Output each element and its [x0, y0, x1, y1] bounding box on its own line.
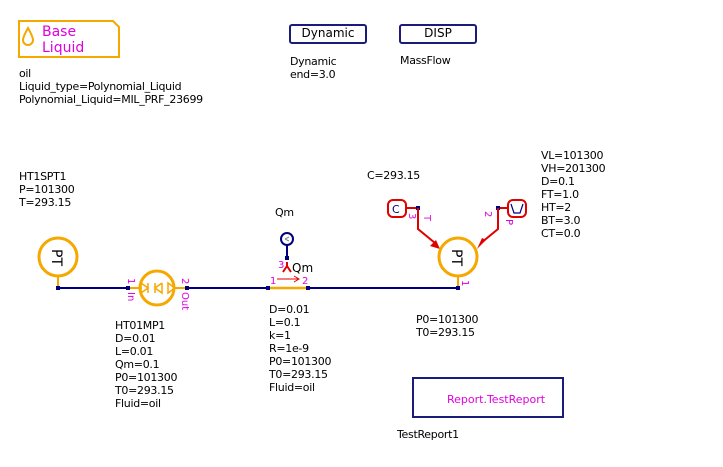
ramp-d: D=0.1: [541, 175, 575, 188]
ramp-ht: HT=2: [541, 201, 572, 214]
sink-pt-t0: T0=293.15: [416, 326, 475, 339]
constant-symbol: C: [392, 203, 400, 216]
constant-pin-label: T: [421, 214, 432, 222]
pipe-l: L=0.1: [269, 316, 301, 329]
sink-pt-component[interactable]: PT 1: [437, 236, 479, 290]
pipe-port-label: Qm: [292, 261, 313, 275]
pipe-p0: P0=101300: [269, 355, 332, 368]
pipe-d: D=0.01: [269, 303, 310, 316]
sink-pt-p0: P0=101300: [416, 313, 479, 326]
base-liquid-name: oil: [19, 67, 31, 80]
ramp-pin: 2: [482, 211, 493, 217]
constant-block[interactable]: C 3 T: [387, 199, 440, 249]
gauge-icon: [284, 236, 290, 242]
pump-in-num: 1: [125, 278, 136, 284]
pump-out-label: Out: [179, 292, 190, 310]
constant-value: C=293.15: [367, 169, 420, 182]
base-liquid-block[interactable]: Base Liquid: [18, 20, 120, 58]
qm-sensor-label: Qm: [275, 206, 294, 219]
base-liquid-polynomial: Polynomial_Liquid=MIL_PRF_23699: [19, 93, 203, 106]
pump-in-label: In: [125, 292, 136, 301]
pump-p0: P0=101300: [115, 371, 178, 384]
pump-component[interactable]: 1 In 2 Out: [125, 269, 190, 310]
pipe-fluid: Fluid=oil: [269, 381, 315, 394]
pipe-port-1[interactable]: [266, 286, 270, 290]
pipe-port-2[interactable]: [306, 286, 310, 290]
base-liquid-title-2: Liquid: [42, 40, 84, 56]
source-pt-p: P=101300: [19, 183, 75, 196]
pump-d: D=0.01: [115, 332, 156, 345]
qm-sensor[interactable]: [280, 232, 294, 260]
constant-pin: 3: [406, 213, 417, 219]
disp-name: MassFlow: [400, 54, 451, 67]
dynamic-name: Dynamic: [290, 55, 337, 68]
ramp-icon: [510, 203, 524, 214]
sink-pt-pin: 1: [459, 280, 470, 286]
pump-fluid: Fluid=oil: [115, 397, 161, 410]
pump-qm: Qm=0.1: [115, 358, 160, 371]
pump-in-port[interactable]: [126, 286, 130, 290]
pump-t0: T0=293.15: [115, 384, 174, 397]
droplet-icon: [21, 25, 35, 46]
base-liquid-type: Liquid_type=Polynomial_Liquid: [19, 80, 182, 93]
flow-arrow-icon: [293, 275, 300, 283]
dynamic-end: end=3.0: [290, 68, 336, 81]
ramp-pin-label: P: [503, 219, 514, 225]
source-pt-name: HT1SPT1: [19, 170, 67, 183]
pipe-r: R=1e-9: [269, 342, 309, 355]
ramp-block[interactable]: 2 P: [477, 199, 527, 249]
source-pt-t: T=293.15: [19, 196, 72, 209]
sink-pt-symbol: PT: [448, 249, 464, 266]
pump-out-port[interactable]: [185, 286, 189, 290]
ramp-bt: BT=3.0: [541, 214, 581, 227]
pipe-k: k=1: [269, 329, 291, 342]
ramp-ct: CT=0.0: [541, 227, 581, 240]
pump-name: HT01MP1: [115, 319, 166, 332]
base-liquid-title-1: Base: [42, 24, 76, 40]
dynamic-button[interactable]: Dynamic: [289, 24, 367, 44]
report-block[interactable]: Report.TestReport: [412, 377, 564, 418]
ramp-vh: VH=201300: [541, 162, 606, 175]
pipe-pin-2: 2: [302, 276, 308, 287]
disp-button[interactable]: DISP: [399, 24, 477, 44]
report-label: Report.TestReport: [447, 393, 546, 406]
pipe-t0: T0=293.15: [269, 368, 328, 381]
pipe-pin-3: 3: [278, 260, 284, 271]
pump-l: L=0.01: [115, 345, 154, 358]
pipe-pin-1: 1: [270, 276, 276, 287]
ramp-ft: FT=1.0: [541, 188, 579, 201]
source-pt-port[interactable]: [56, 286, 60, 290]
ramp-vl: VL=101300: [541, 149, 604, 162]
report-name: TestReport1: [397, 428, 459, 441]
source-pt-component[interactable]: PT: [37, 236, 79, 290]
sink-pt-port[interactable]: [456, 286, 460, 290]
source-pt-symbol: PT: [48, 249, 64, 266]
pipe-component[interactable]: 1 2 3 Qm: [266, 260, 313, 290]
pump-out-num: 2: [179, 278, 190, 284]
valve-icon: [140, 281, 177, 295]
